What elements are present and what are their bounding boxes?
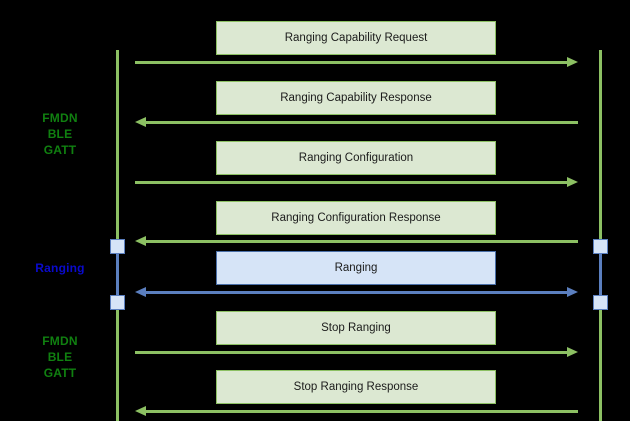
activation-line-left [116,246,119,302]
activation-box-right-end [593,295,608,310]
message-arrow-ranging-capability-request [135,55,578,69]
message-arrow-stop-ranging [135,345,578,359]
arrow-shaft [135,61,567,64]
message-box-ranging-configuration: Ranging Configuration [216,141,496,175]
message-box-ranging: Ranging [216,251,496,285]
activation-box-right-start [593,239,608,254]
arrow-head-right [567,347,578,357]
arrow-head-right [567,287,578,297]
arrow-shaft [135,351,567,354]
phase-label-ranging: Ranging [35,261,85,275]
message-arrow-ranging-configuration-response [135,234,578,248]
activation-box-left-start [110,239,125,254]
message-arrow-ranging-configuration [135,175,578,189]
arrow-shaft [146,240,578,243]
arrow-head-right [567,177,578,187]
arrow-head-left [135,287,146,297]
lifeline-left [116,50,119,421]
arrow-head-left [135,236,146,246]
message-box-stop-ranging: Stop Ranging [216,311,496,345]
arrow-head-left [135,117,146,127]
arrow-shaft [135,181,567,184]
arrow-shaft [146,121,578,124]
activation-box-left-end [110,295,125,310]
message-arrow-ranging-capability-response [135,115,578,129]
message-arrow-ranging-bidirectional [135,285,578,299]
lifeline-right [599,50,602,421]
arrow-head-right [567,57,578,67]
phase-label-fmdn-ble-gatt-top: FMDN BLE GATT [42,111,78,157]
arrow-shaft [146,410,578,413]
phase-label-fmdn-ble-gatt-bottom: FMDN BLE GATT [42,334,78,380]
message-arrow-stop-ranging-response [135,404,578,418]
activation-line-right [599,246,602,302]
arrow-shaft [146,291,567,294]
message-box-ranging-capability-request: Ranging Capability Request [216,21,496,55]
message-box-ranging-configuration-response: Ranging Configuration Response [216,201,496,235]
arrow-head-left [135,406,146,416]
message-box-stop-ranging-response: Stop Ranging Response [216,370,496,404]
message-box-ranging-capability-response: Ranging Capability Response [216,81,496,115]
